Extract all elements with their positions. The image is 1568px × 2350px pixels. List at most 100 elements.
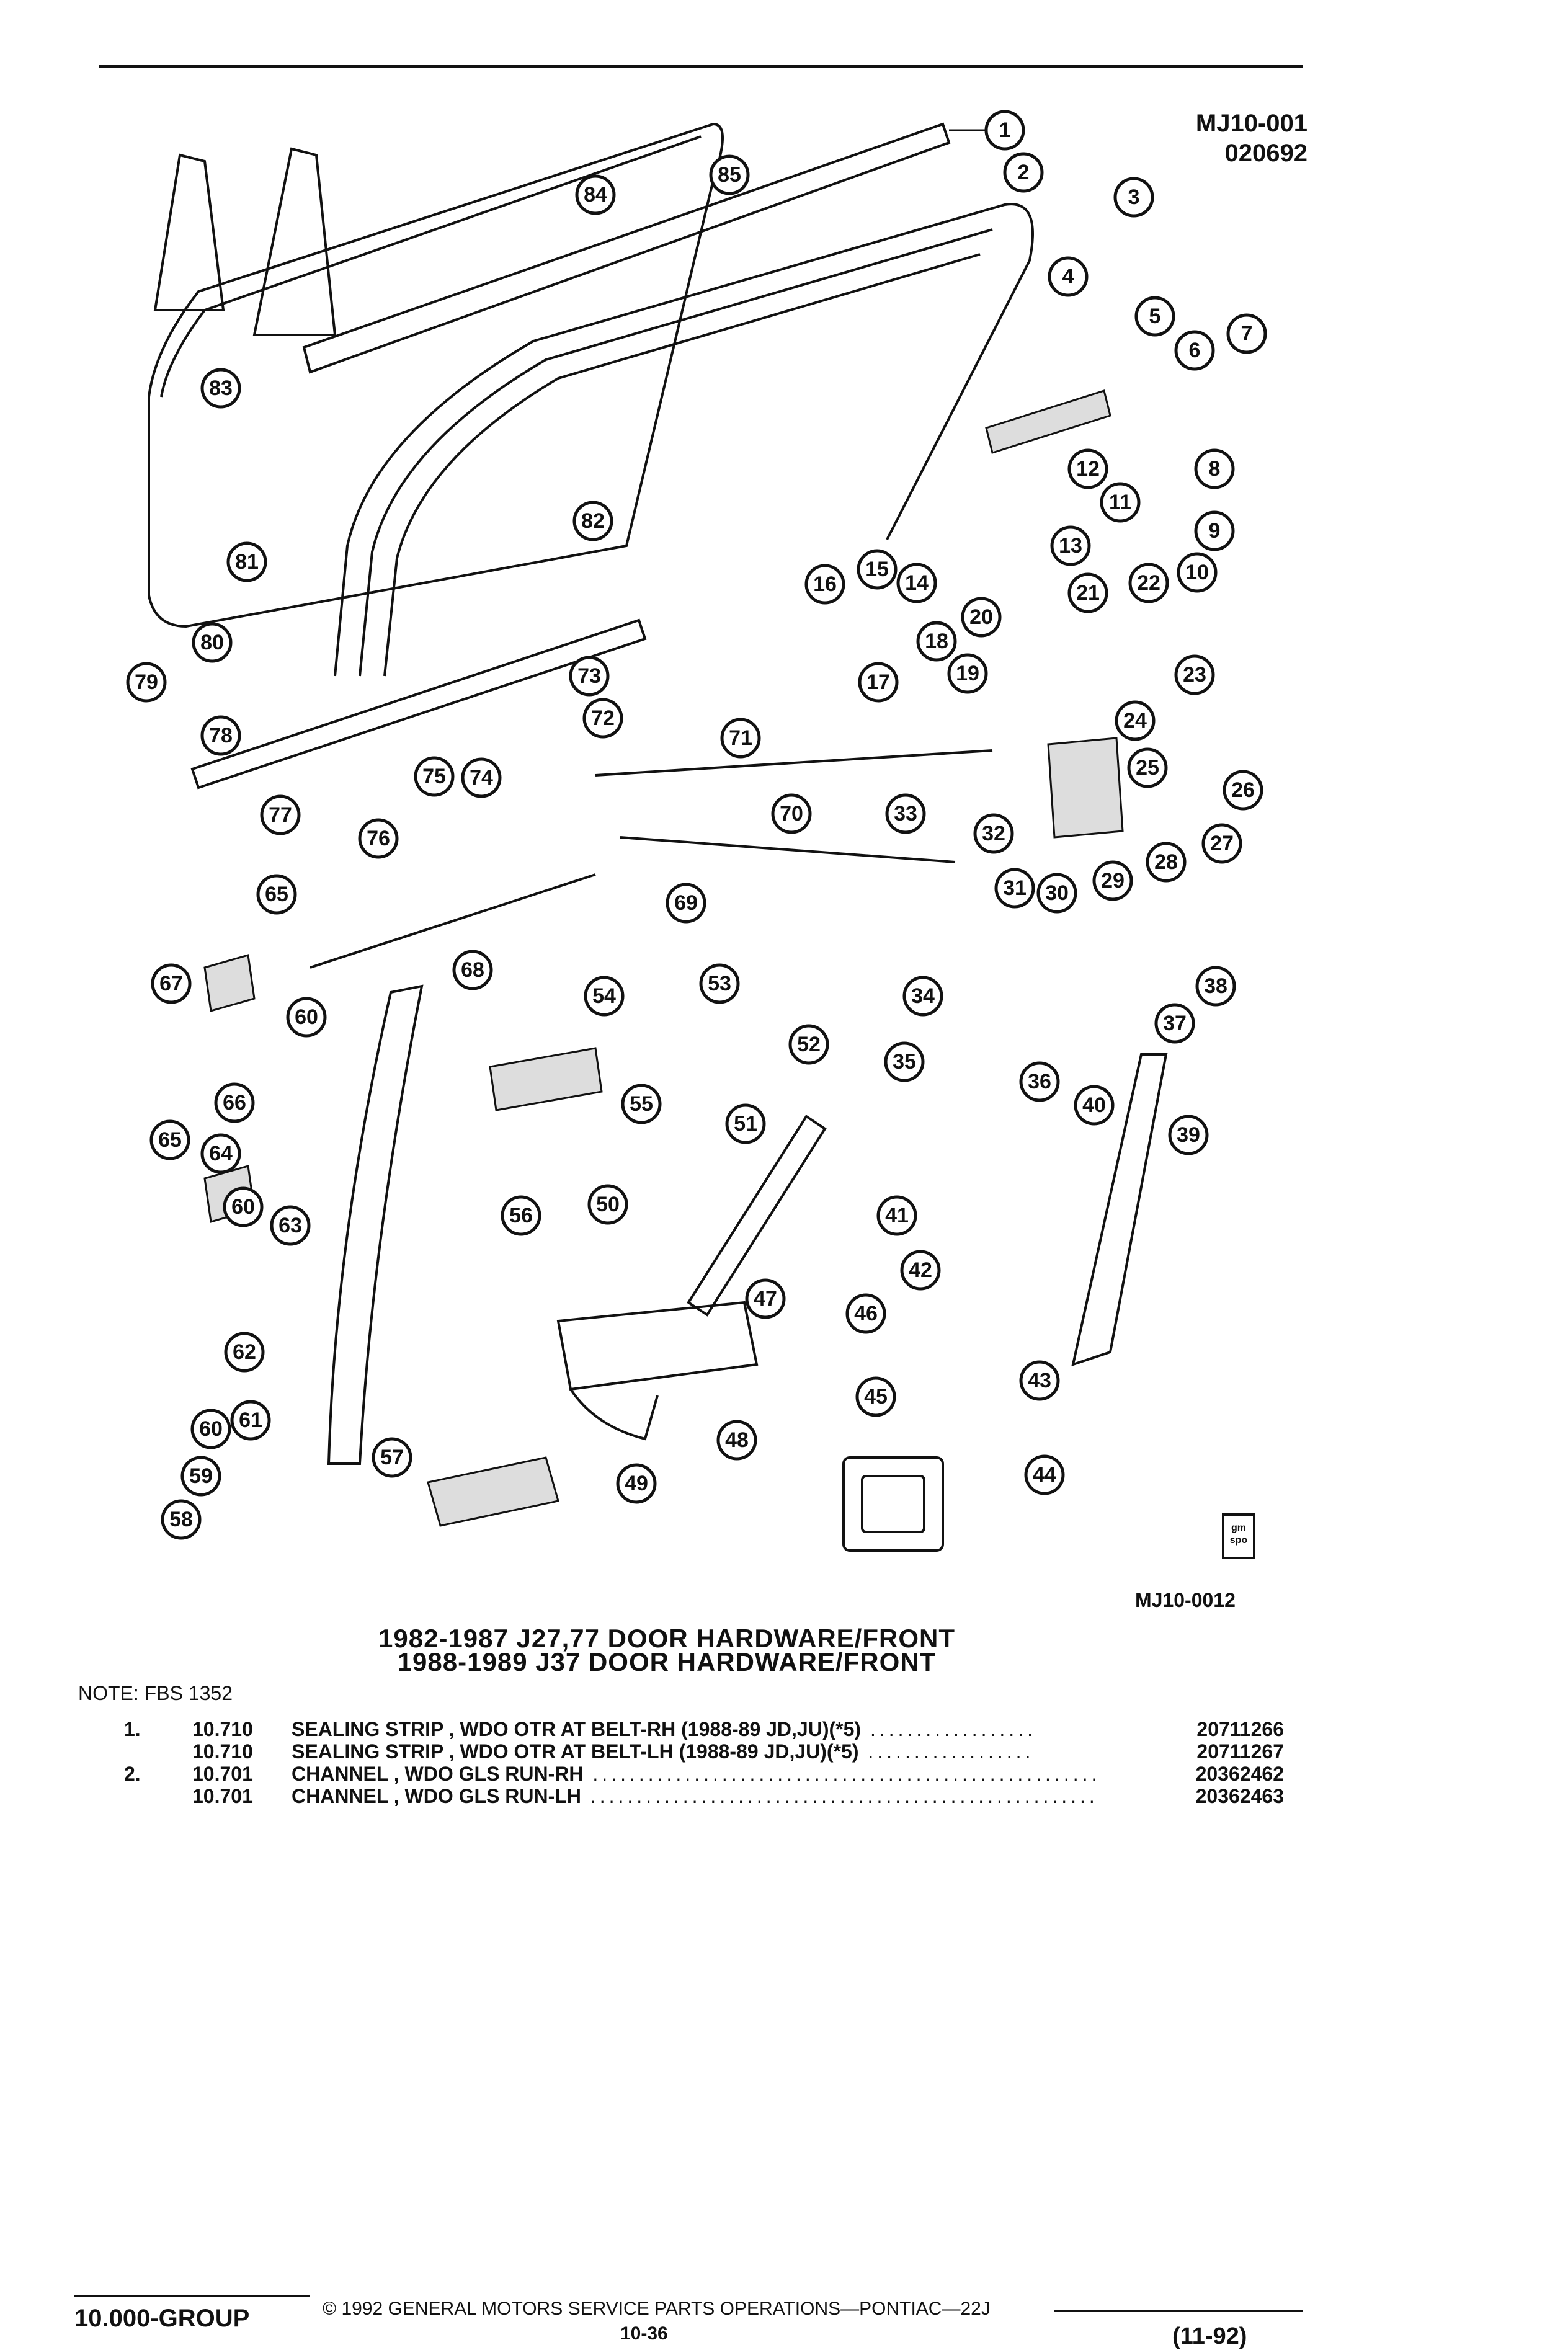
callout-43: 43 bbox=[1019, 1360, 1060, 1401]
callout-28: 28 bbox=[1146, 842, 1187, 883]
callout-36: 36 bbox=[1019, 1061, 1060, 1102]
callout-81: 81 bbox=[226, 541, 267, 582]
callout-10: 10 bbox=[1177, 552, 1218, 593]
note: NOTE: FBS 1352 bbox=[78, 1682, 233, 1704]
callout-72: 72 bbox=[582, 698, 623, 739]
svg-text:43: 43 bbox=[1028, 1369, 1051, 1392]
svg-text:58: 58 bbox=[169, 1508, 193, 1531]
callout-52: 52 bbox=[788, 1024, 829, 1065]
callout-17a: 17 bbox=[858, 662, 899, 703]
doc-date: 020692 bbox=[1224, 140, 1307, 167]
callout-48: 48 bbox=[716, 1420, 757, 1461]
callout-69: 69 bbox=[666, 883, 706, 924]
callout-60b: 60 bbox=[223, 1186, 264, 1227]
callout-57: 57 bbox=[372, 1437, 412, 1478]
callout-42: 42 bbox=[900, 1250, 941, 1291]
callout-27: 27 bbox=[1201, 823, 1242, 864]
exploded-parts-diagram: 1 2 3 4 5 6 7 8 9 10 11 12 13 14 15 16 1… bbox=[126, 110, 1267, 1552]
callout-3: 3 bbox=[1113, 177, 1154, 218]
rear-run-channel-39 bbox=[1071, 1053, 1168, 1367]
callout-83: 83 bbox=[200, 368, 241, 409]
callout-55: 55 bbox=[621, 1084, 662, 1124]
title-line-1: 1982-1987 J27,77 DOOR HARDWARE/FRONT bbox=[378, 1624, 955, 1653]
svg-text:80: 80 bbox=[200, 631, 224, 654]
svg-text:50: 50 bbox=[596, 1193, 620, 1216]
callout-54: 54 bbox=[584, 976, 625, 1017]
svg-text:52: 52 bbox=[797, 1033, 821, 1056]
svg-text:30: 30 bbox=[1045, 881, 1069, 905]
svg-text:44: 44 bbox=[1033, 1463, 1056, 1487]
svg-text:33: 33 bbox=[894, 802, 917, 826]
svg-text:85: 85 bbox=[718, 163, 741, 187]
callout-30: 30 bbox=[1036, 873, 1077, 914]
svg-text:35: 35 bbox=[893, 1050, 916, 1074]
callout-9: 9 bbox=[1194, 510, 1235, 551]
lock-assembly-32 bbox=[1047, 737, 1124, 839]
svg-text:3: 3 bbox=[1128, 185, 1140, 209]
callout-13: 13 bbox=[1050, 525, 1091, 566]
sealing-strip-1 bbox=[302, 122, 951, 374]
callout-45: 45 bbox=[855, 1376, 896, 1417]
callout-39: 39 bbox=[1168, 1115, 1209, 1155]
part-code: 10.710 bbox=[192, 1740, 253, 1763]
callout-20: 20 bbox=[961, 597, 1002, 638]
svg-text:12: 12 bbox=[1076, 457, 1100, 481]
svg-text:65: 65 bbox=[265, 883, 288, 906]
callout-8: 8 bbox=[1194, 448, 1235, 489]
part-number: 20711267 bbox=[1196, 1740, 1284, 1763]
callout-19: 19 bbox=[947, 653, 988, 694]
callout-1: 1 bbox=[949, 110, 1025, 151]
callout-74: 74 bbox=[461, 757, 502, 798]
callout-15: 15 bbox=[857, 549, 898, 590]
callout-46: 46 bbox=[845, 1293, 886, 1334]
window-frame-2 bbox=[334, 203, 1034, 677]
callout-73: 73 bbox=[569, 656, 610, 697]
callout-75: 75 bbox=[414, 756, 455, 797]
callout-22: 22 bbox=[1128, 563, 1169, 603]
svg-text:49: 49 bbox=[625, 1472, 648, 1495]
svg-text:16: 16 bbox=[813, 572, 837, 596]
svg-text:10: 10 bbox=[1185, 561, 1209, 584]
svg-text:56: 56 bbox=[509, 1204, 533, 1227]
svg-text:48: 48 bbox=[725, 1428, 749, 1452]
svg-text:62: 62 bbox=[233, 1340, 256, 1364]
svg-text:82: 82 bbox=[581, 509, 605, 533]
part-description: SEALING STRIP , WDO OTR AT BELT-LH (1988… bbox=[292, 1740, 1035, 1763]
callout-68: 68 bbox=[452, 950, 493, 990]
door-glass-81 bbox=[148, 122, 724, 628]
callout-40: 40 bbox=[1074, 1085, 1115, 1126]
callout-38: 38 bbox=[1195, 966, 1236, 1007]
parts-row: 2. 10.701 CHANNEL , WDO GLS RUN-RH .....… bbox=[124, 1763, 1284, 1785]
svg-text:28: 28 bbox=[1154, 850, 1178, 874]
svg-text:81: 81 bbox=[235, 550, 259, 574]
callout-66: 66 bbox=[214, 1082, 255, 1123]
svg-text:11: 11 bbox=[1109, 491, 1131, 514]
svg-text:23: 23 bbox=[1183, 663, 1206, 687]
callout-80: 80 bbox=[192, 622, 233, 663]
svg-text:54: 54 bbox=[592, 984, 616, 1008]
svg-text:83: 83 bbox=[209, 376, 233, 400]
svg-text:74: 74 bbox=[470, 766, 493, 790]
svg-text:60: 60 bbox=[199, 1417, 223, 1441]
callout-71: 71 bbox=[720, 718, 761, 759]
svg-text:7: 7 bbox=[1241, 322, 1253, 345]
parts-list: 1. 10.710 SEALING STRIP , WDO OTR AT BEL… bbox=[124, 1718, 1284, 1807]
callout-56: 56 bbox=[501, 1195, 541, 1236]
callout-65a: 65 bbox=[256, 874, 297, 915]
svg-text:47: 47 bbox=[754, 1287, 777, 1311]
item-number bbox=[124, 1785, 192, 1807]
callout-60c: 60 bbox=[190, 1409, 231, 1449]
svg-text:63: 63 bbox=[278, 1214, 302, 1237]
svg-text:72: 72 bbox=[591, 706, 615, 730]
callout-21: 21 bbox=[1067, 572, 1108, 613]
svg-text:66: 66 bbox=[223, 1091, 246, 1115]
callout-67: 67 bbox=[151, 963, 192, 1004]
callout-12: 12 bbox=[1067, 448, 1108, 489]
callout-41: 41 bbox=[876, 1195, 917, 1236]
svg-text:15: 15 bbox=[865, 558, 889, 581]
title-line-2: 1988-1989 J37 DOOR HARDWARE/FRONT bbox=[397, 1647, 937, 1676]
svg-text:38: 38 bbox=[1204, 974, 1227, 998]
svg-text:45: 45 bbox=[864, 1385, 888, 1409]
callout-29: 29 bbox=[1092, 860, 1133, 901]
svg-text:51: 51 bbox=[734, 1112, 757, 1136]
